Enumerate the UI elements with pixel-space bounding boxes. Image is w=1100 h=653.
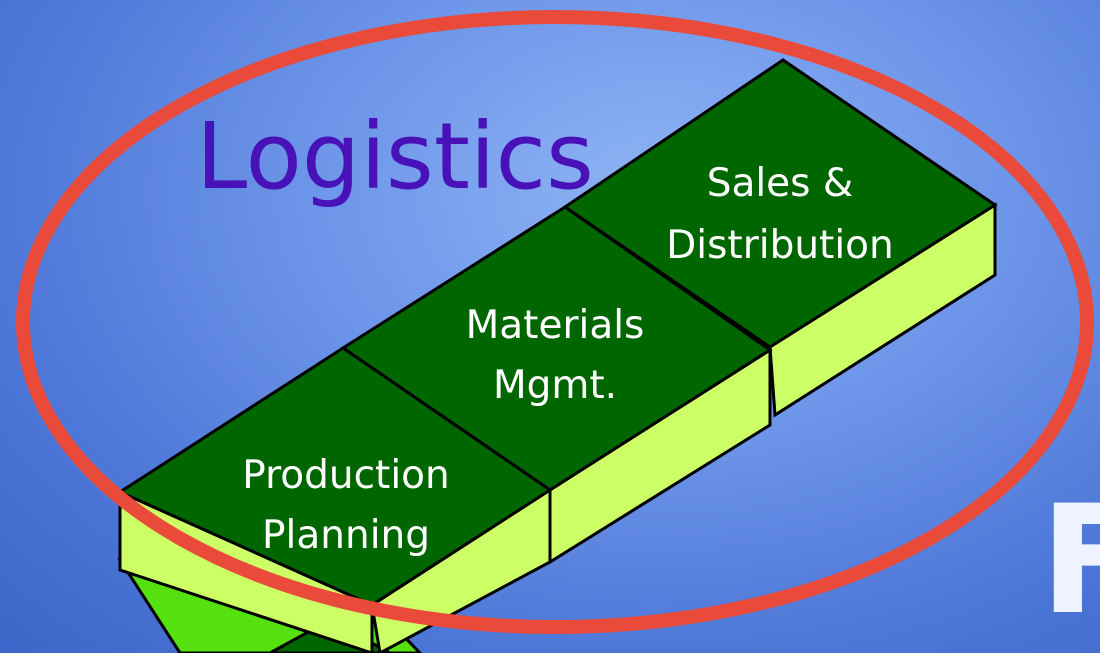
logistics-ellipse (16, 10, 1094, 634)
edge-letter-fragment: F (1040, 474, 1100, 648)
module-label-materials-line2: Mgmt. (493, 363, 617, 408)
module-label-production-line1: Production (242, 453, 450, 498)
module-label-sales-line1: Sales & (707, 161, 854, 206)
block-sales-distribution (562, 58, 998, 418)
module-label-materials-line1: Materials (466, 303, 645, 348)
module-label-production-line2: Planning (262, 513, 430, 558)
module-label-sales-line2: Distribution (666, 223, 894, 268)
diagram-title: Logistics (196, 103, 594, 210)
